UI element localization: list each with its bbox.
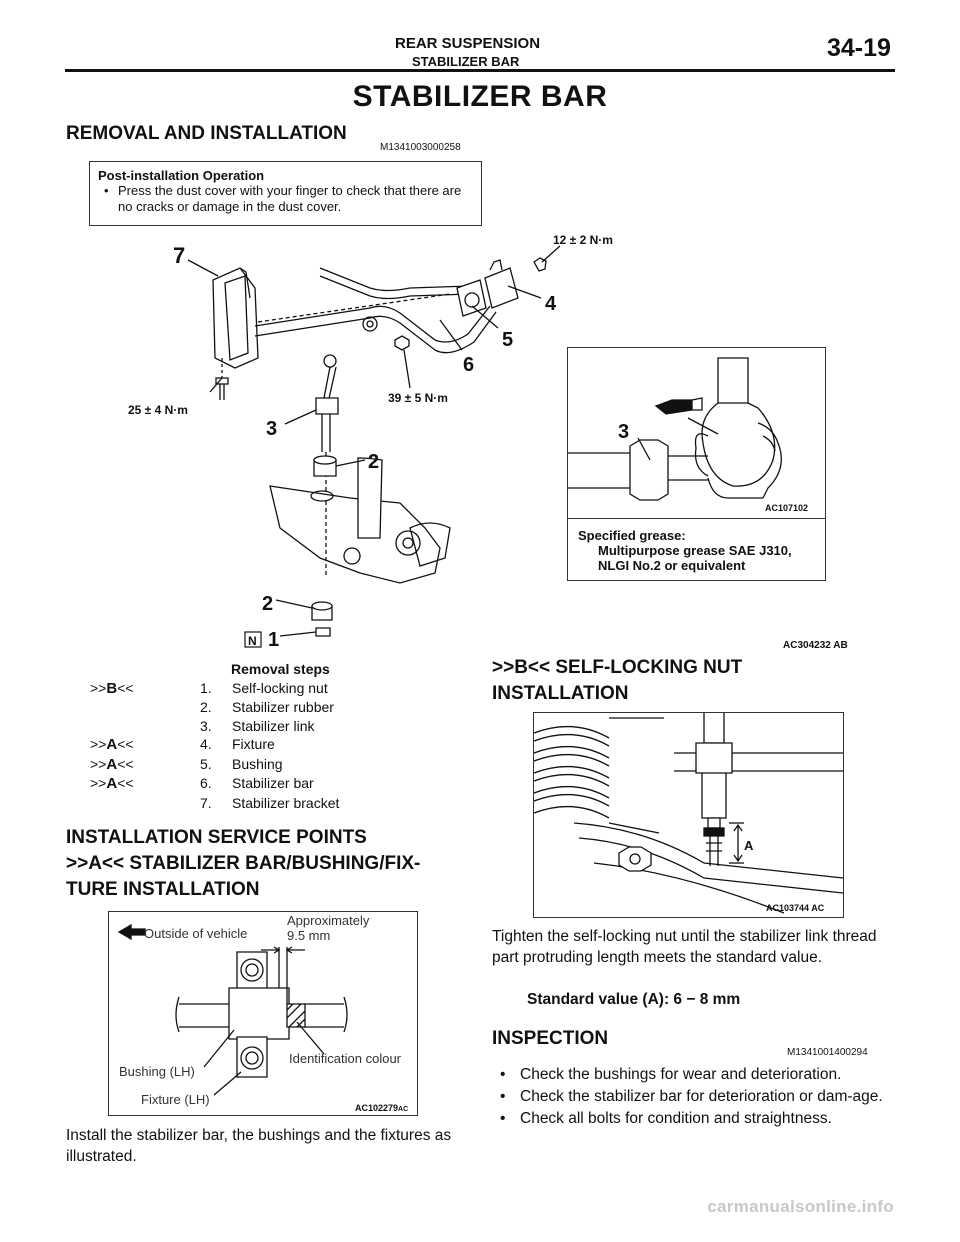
approx-label-1: Approximately xyxy=(287,913,370,928)
step-row: 7.Stabilizer bracket xyxy=(200,794,340,811)
self-locking-heading-2: INSTALLATION xyxy=(492,683,629,704)
outside-of-vehicle-label: Outside of vehicle xyxy=(144,926,248,941)
inset-callout-3: 3 xyxy=(618,421,629,443)
removal-heading: REMOVAL AND INSTALLATION xyxy=(66,123,347,144)
torque-12: 12 ± 2 N·m xyxy=(553,233,613,247)
stabilizer-exploded-diagram: 7 12 ± 2 N·m 4 5 6 25 ± 4 N·m 39 ± 5 N·m… xyxy=(128,233,848,651)
callout-7: 7 xyxy=(173,243,185,268)
inspection-code: M1341001400294 xyxy=(787,1047,868,1058)
install-a-heading-1: >>A<< STABILIZER BAR/BUSHING/FIX- xyxy=(66,853,421,874)
step-row: 3.Stabilizer link xyxy=(200,717,315,734)
grease-title: Specified grease: xyxy=(578,528,686,543)
removal-steps: Removal steps >>B<<1.Self-locking nut 2.… xyxy=(90,660,339,812)
removal-code: M1341003000258 xyxy=(380,142,461,153)
grease-inset: 3 AC107102 Specified grease: Multipurpos… xyxy=(567,347,826,581)
new-part-mark: N xyxy=(248,634,257,648)
section-title: REAR SUSPENSION xyxy=(395,35,541,52)
callout-3: 3 xyxy=(266,418,277,440)
inspection-item: Check all bolts for condition and straig… xyxy=(492,1108,892,1130)
step-row: 2.Stabilizer rubber xyxy=(200,699,334,715)
step-row: >>A<<4.Fixture xyxy=(90,736,275,753)
self-locking-text: Tighten the self-locking nut until the s… xyxy=(492,928,877,966)
bushing-diagram: Outside of vehicle Approximately 9.5 mm … xyxy=(108,911,418,1116)
inspection-list: Check the bushings for wear and deterior… xyxy=(492,1064,892,1130)
page-title: STABILIZER BAR xyxy=(352,80,608,113)
footer-watermark: carmanualsonline.info xyxy=(707,1197,894,1216)
approx-label-2: 9.5 mm xyxy=(287,928,331,943)
step-row: >>B<<1.Self-locking nut xyxy=(90,679,328,697)
self-locking-heading-1: >>B<< SELF-LOCKING NUT xyxy=(492,657,743,678)
header-rule xyxy=(65,69,895,72)
torque-39: 39 ± 5 N·m xyxy=(388,391,448,405)
dimension-a-label: A xyxy=(744,838,754,853)
callout-5: 5 xyxy=(502,329,513,351)
self-locking-diagram-code: AC103744 AC xyxy=(766,903,825,913)
callout-2-upper: 2 xyxy=(368,451,379,473)
callout-2-lower: 2 xyxy=(262,593,273,615)
step-row: >>A<<6.Stabilizer bar xyxy=(90,775,314,792)
fixture-label: Fixture (LH) xyxy=(141,1092,210,1107)
bushing-diagram-code: AC102279AC xyxy=(355,1103,409,1113)
install-points-heading: INSTALLATION SERVICE POINTS xyxy=(66,827,367,848)
callout-4: 4 xyxy=(545,293,557,315)
removal-steps-title: Removal steps xyxy=(231,661,330,677)
callout-1: 1 xyxy=(268,629,279,651)
inspection-item: Check the bushings for wear and deterior… xyxy=(492,1064,892,1086)
self-locking-nut-photo: A AC103744 AC xyxy=(533,712,844,918)
ident-colour-label: Identification colour xyxy=(289,1051,402,1066)
inspection-heading: INSPECTION xyxy=(492,1028,609,1049)
install-a-heading-2: TURE INSTALLATION xyxy=(66,879,260,900)
inspection-item: Check the stabilizer bar for deteriorati… xyxy=(492,1086,892,1108)
link-ball-joint-diagram: 3 AC107102 xyxy=(568,357,808,513)
standard-value: Standard value (A): 6 − 8 mm xyxy=(527,991,741,1008)
post-installation-title: Post-installation Operation xyxy=(98,168,265,183)
callout-6: 6 xyxy=(463,354,474,376)
step-row: >>A<<5.Bushing xyxy=(90,755,283,773)
post-installation-item: Press the dust cover with your finger to… xyxy=(98,183,473,215)
page-number: 34-19 xyxy=(827,34,891,62)
bushing-label: Bushing (LH) xyxy=(119,1064,195,1079)
subsection-title: STABILIZER BAR xyxy=(412,54,520,69)
grease-line-2: NLGI No.2 or equivalent xyxy=(598,558,746,573)
post-installation-box: Post-installation Operation Press the du… xyxy=(89,161,482,226)
main-diagram-code: AC304232 AB xyxy=(783,640,848,651)
inset-code: AC107102 xyxy=(765,503,808,513)
torque-25: 25 ± 4 N·m xyxy=(128,403,188,417)
install-a-text: Install the stabilizer bar, the bushings… xyxy=(66,1127,452,1165)
grease-line-1: Multipurpose grease SAE J310, xyxy=(598,543,792,558)
